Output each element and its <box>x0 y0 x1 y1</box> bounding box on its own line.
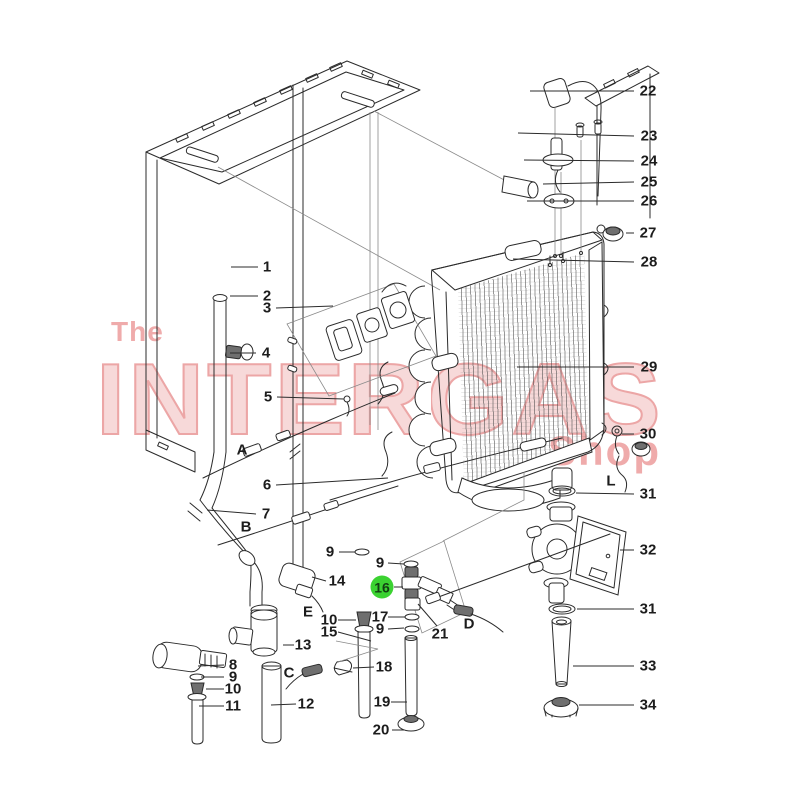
callout-17[interactable]: 17 <box>371 608 389 626</box>
callout-13[interactable]: 13 <box>294 636 312 654</box>
heat-exchanger <box>377 231 609 512</box>
callout-9a[interactable]: 9 <box>325 543 335 561</box>
callout-letter-a: A <box>236 441 248 459</box>
callout-5[interactable]: 5 <box>263 388 273 406</box>
callout-1[interactable]: 1 <box>262 258 272 276</box>
callout-10a[interactable]: 10 <box>320 611 338 629</box>
callout-18[interactable]: 18 <box>375 658 393 676</box>
pressure-switch-group <box>335 472 525 732</box>
pump-group <box>425 425 651 718</box>
callout-9d[interactable]: 9 <box>375 620 385 638</box>
callout-30[interactable]: 30 <box>639 425 657 443</box>
callout-28[interactable]: 28 <box>640 253 658 271</box>
callout-14[interactable]: 14 <box>328 572 346 590</box>
callout-letter-c: C <box>283 664 295 682</box>
callout-22[interactable]: 22 <box>639 82 657 100</box>
callout-16-highlighted[interactable]: 16 <box>370 575 394 599</box>
callout-34[interactable]: 34 <box>639 696 657 714</box>
callout-11[interactable]: 11 <box>225 697 241 715</box>
callout-15[interactable]: 15 <box>320 623 338 641</box>
sensor-cables <box>202 384 563 546</box>
callout-33[interactable]: 33 <box>639 657 657 675</box>
callout-letter-e: E <box>302 603 314 621</box>
callout-8[interactable]: 8 <box>228 656 238 674</box>
flange-nut-27 <box>596 224 624 242</box>
leader-lines <box>197 90 635 731</box>
callout-4[interactable]: 4 <box>261 344 271 362</box>
callout-31a[interactable]: 31 <box>639 485 657 503</box>
callout-6[interactable]: 6 <box>262 476 272 494</box>
callout-27[interactable]: 27 <box>639 224 657 242</box>
callout-12[interactable]: 12 <box>297 695 315 713</box>
ignition-electrode-group <box>501 78 603 258</box>
callout-24[interactable]: 24 <box>640 152 658 170</box>
watermark-the: The <box>111 316 164 347</box>
callout-9c[interactable]: 9 <box>375 554 385 572</box>
sight-glass-plates <box>224 282 437 417</box>
callout-32[interactable]: 32 <box>639 541 657 559</box>
callout-26[interactable]: 26 <box>640 192 658 210</box>
callout-23[interactable]: 23 <box>640 127 658 145</box>
callout-7[interactable]: 7 <box>261 505 271 523</box>
callout-letter-l: L <box>606 472 616 490</box>
callout-10b[interactable]: 10 <box>224 680 242 698</box>
callout-29[interactable]: 29 <box>640 358 658 376</box>
callout-9b[interactable]: 9 <box>228 668 238 686</box>
callout-25[interactable]: 25 <box>640 173 658 191</box>
callout-31b[interactable]: 31 <box>639 600 657 618</box>
callout-letter-d: D <box>463 615 475 633</box>
callout-21[interactable]: 21 <box>431 625 449 643</box>
callout-letter-b: B <box>240 518 252 536</box>
left-piping <box>152 294 353 745</box>
callout-20[interactable]: 20 <box>372 721 390 739</box>
callout-2[interactable]: 2 <box>262 287 272 305</box>
callout-19[interactable]: 19 <box>373 693 391 711</box>
callout-3[interactable]: 3 <box>262 299 272 317</box>
